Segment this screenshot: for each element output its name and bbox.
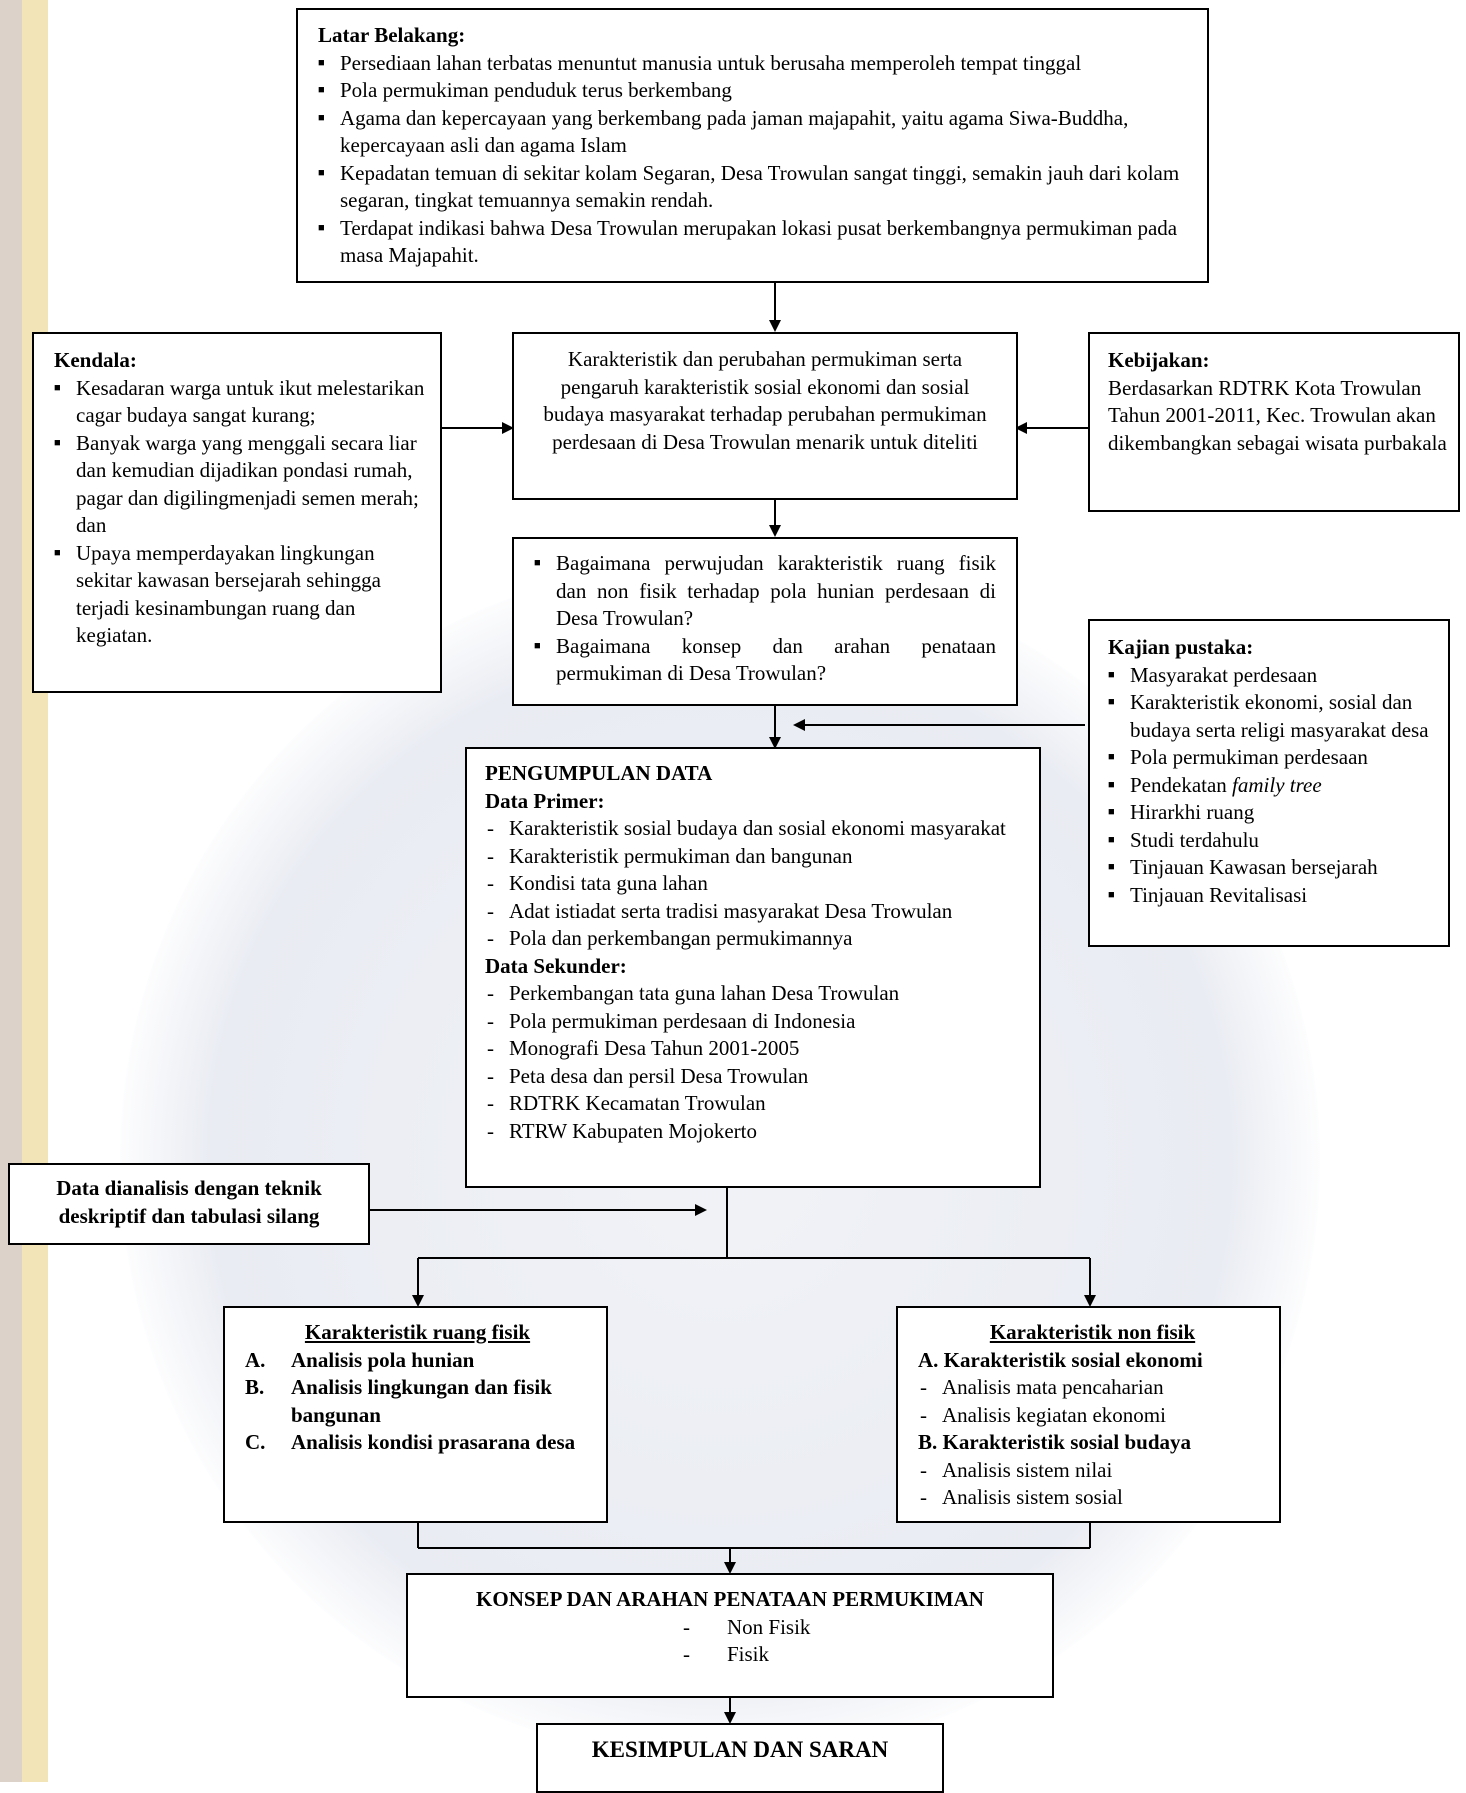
kesimpulan-saran-title: KESIMPULAN DAN SARAN	[591, 1737, 889, 1762]
konsep-item-fisik: - Fisik	[418, 1641, 1042, 1669]
fisik-item-letter: B.	[245, 1375, 265, 1399]
pengumpulan-data-title: PENGUMPULAN DATA	[485, 761, 713, 785]
pengumpulan-data-box: PENGUMPULAN DATA Data Primer: Karakteris…	[465, 747, 1041, 1188]
latar-belakang-title: Latar Belakang:	[318, 23, 466, 47]
karakteristik-nonfisik-box: Karakteristik non fisik A. Karakteristik…	[896, 1306, 1281, 1523]
list-item: Perkembangan tata guna lahan Desa Trowul…	[485, 980, 1021, 1008]
teknik-analisis-text: Data dianalisis dengan teknik deskriptif…	[56, 1176, 322, 1228]
list-item: Pola dan perkembangan permukimannya	[485, 925, 1021, 953]
list-item: Persediaan lahan terbatas menuntut manus…	[318, 50, 1193, 78]
data-primer-list: Karakteristik sosial budaya dan sosial e…	[485, 815, 1021, 953]
list-item: Pola permukiman penduduk terus berkemban…	[318, 77, 1193, 105]
pertanyaan-penelitian-box: Bagaimana perwujudan karakteristik ruang…	[512, 537, 1018, 706]
list-item: Kepadatan temuan di sekitar kolam Segara…	[318, 160, 1193, 215]
data-sekunder-list: Perkembangan tata guna lahan Desa Trowul…	[485, 980, 1021, 1145]
list-item: Hirarkhi ruang	[1108, 799, 1438, 827]
data-sekunder-title: Data Sekunder:	[485, 953, 627, 978]
teknik-analisis-box: Data dianalisis dengan teknik deskriptif…	[8, 1163, 370, 1245]
konsep-item-text: Non Fisik	[727, 1614, 811, 1639]
kajian-pustaka-title: Kajian pustaka:	[1108, 635, 1254, 659]
list-item: Bagaimana perwujudan karakteristik ruang…	[534, 550, 996, 633]
dash-glyph: -	[683, 1614, 690, 1639]
list-item: Tinjauan Revitalisasi	[1108, 882, 1438, 910]
list-item: Pendekatan family tree	[1108, 772, 1438, 800]
kebijakan-title: Kebijakan:	[1108, 348, 1210, 372]
sosial-budaya-title: B. Karakteristik sosial budaya	[918, 1430, 1192, 1454]
konsep-arahan-box: KONSEP DAN ARAHAN PENATAAN PERMUKIMAN - N…	[406, 1573, 1054, 1698]
karakteristik-fisik-box: Karakteristik ruang fisik A. Analisis po…	[223, 1306, 608, 1523]
dash-glyph: -	[683, 1642, 690, 1666]
kendala-list: Kesadaran warga untuk ikut melestarikan …	[54, 375, 428, 650]
list-item: Masyarakat perdesaan	[1108, 662, 1438, 690]
fisik-item-text: Analisis kondisi prasarana desa	[291, 1430, 576, 1454]
list-item: Analisis sistem nilai	[918, 1457, 1267, 1485]
kebijakan-text: Berdasarkan RDTRK Kota Trowulan Tahun 20…	[1108, 375, 1447, 455]
kajian-pustaka-list: Masyarakat perdesaan Karakteristik ekono…	[1108, 662, 1438, 910]
list-item: Analisis kegiatan ekonomi	[918, 1402, 1267, 1430]
karakteristik-nonfisik-title: Karakteristik non fisik	[989, 1320, 1196, 1344]
kendala-title: Kendala:	[54, 348, 137, 372]
sosial-ekonomi-title: A. Karakteristik sosial ekonomi	[918, 1347, 1203, 1372]
left-margin-shade	[0, 0, 22, 1782]
konsep-item-nonfisik: - Non Fisik	[418, 1614, 1042, 1642]
fisik-item-a: A. Analisis pola hunian	[245, 1347, 590, 1375]
latar-belakang-list: Persediaan lahan terbatas menuntut manus…	[318, 50, 1193, 270]
fisik-item-text: Analisis lingkungan dan fisik bangunan	[291, 1375, 552, 1427]
sosial-budaya-list: Analisis sistem nilai Analisis sistem so…	[918, 1457, 1267, 1512]
fisik-item-text: Analisis pola hunian	[291, 1347, 475, 1372]
list-item-italic: family tree	[1232, 772, 1322, 797]
list-item: RTRW Kabupaten Mojokerto	[485, 1118, 1021, 1146]
list-item: Karakteristik ekonomi, sosial dan budaya…	[1108, 689, 1438, 744]
list-item: Kesadaran warga untuk ikut melestarikan …	[54, 375, 428, 430]
kendala-box: Kendala: Kesadaran warga untuk ikut mele…	[32, 332, 442, 693]
kesimpulan-saran-box: KESIMPULAN DAN SARAN	[536, 1723, 944, 1793]
list-item: Upaya memperdayakan lingkungan sekitar k…	[54, 540, 428, 650]
list-item: RDTRK Kecamatan Trowulan	[485, 1090, 1021, 1118]
kebijakan-box: Kebijakan: Berdasarkan RDTRK Kota Trowul…	[1088, 332, 1460, 512]
fisik-item-letter: A.	[245, 1347, 266, 1372]
list-item-text: Pendekatan	[1130, 772, 1233, 797]
list-item: Banyak warga yang menggali secara liar d…	[54, 430, 428, 540]
list-item: Karakteristik permukiman dan bangunan	[485, 843, 1021, 871]
konsep-arahan-title: KONSEP DAN ARAHAN PENATAAN PERMUKIMAN	[476, 1587, 984, 1611]
fisik-item-c: C. Analisis kondisi prasarana desa	[245, 1429, 590, 1457]
list-item: Adat istiadat serta tradisi masyarakat D…	[485, 898, 1021, 926]
list-item: Agama dan kepercayaan yang berkembang pa…	[318, 105, 1193, 160]
list-item: Analisis mata pencaharian	[918, 1374, 1267, 1402]
data-primer-title: Data Primer:	[485, 788, 605, 813]
fisik-item-b: B. Analisis lingkungan dan fisik banguna…	[245, 1374, 590, 1429]
sosial-ekonomi-list: Analisis mata pencaharian Analisis kegia…	[918, 1374, 1267, 1429]
pertanyaan-list: Bagaimana perwujudan karakteristik ruang…	[534, 550, 996, 688]
list-item: Analisis sistem sosial	[918, 1484, 1267, 1512]
list-item: Tinjauan Kawasan bersejarah	[1108, 854, 1438, 882]
rumusan-masalah-box: Karakteristik dan perubahan permukiman s…	[512, 332, 1018, 500]
list-item: Karakteristik sosial budaya dan sosial e…	[485, 815, 1021, 843]
list-item: Pola permukiman perdesaan di Indonesia	[485, 1008, 1021, 1036]
karakteristik-fisik-title: Karakteristik ruang fisik	[304, 1320, 531, 1344]
rumusan-masalah-text: Karakteristik dan perubahan permukiman s…	[543, 347, 987, 454]
latar-belakang-box: Latar Belakang: Persediaan lahan terbata…	[296, 8, 1209, 283]
fisik-item-letter: C.	[245, 1430, 266, 1454]
list-item: Studi terdahulu	[1108, 827, 1438, 855]
list-item: Pola permukiman perdesaan	[1108, 744, 1438, 772]
kajian-pustaka-box: Kajian pustaka: Masyarakat perdesaan Kar…	[1088, 619, 1450, 947]
list-item: Terdapat indikasi bahwa Desa Trowulan me…	[318, 215, 1193, 270]
konsep-item-text: Fisik	[727, 1642, 770, 1666]
list-item: Peta desa dan persil Desa Trowulan	[485, 1063, 1021, 1091]
list-item: Monografi Desa Tahun 2001-2005	[485, 1035, 1021, 1063]
list-item: Bagaimana konsep dan arahan penataan per…	[534, 633, 996, 688]
list-item: Kondisi tata guna lahan	[485, 870, 1021, 898]
